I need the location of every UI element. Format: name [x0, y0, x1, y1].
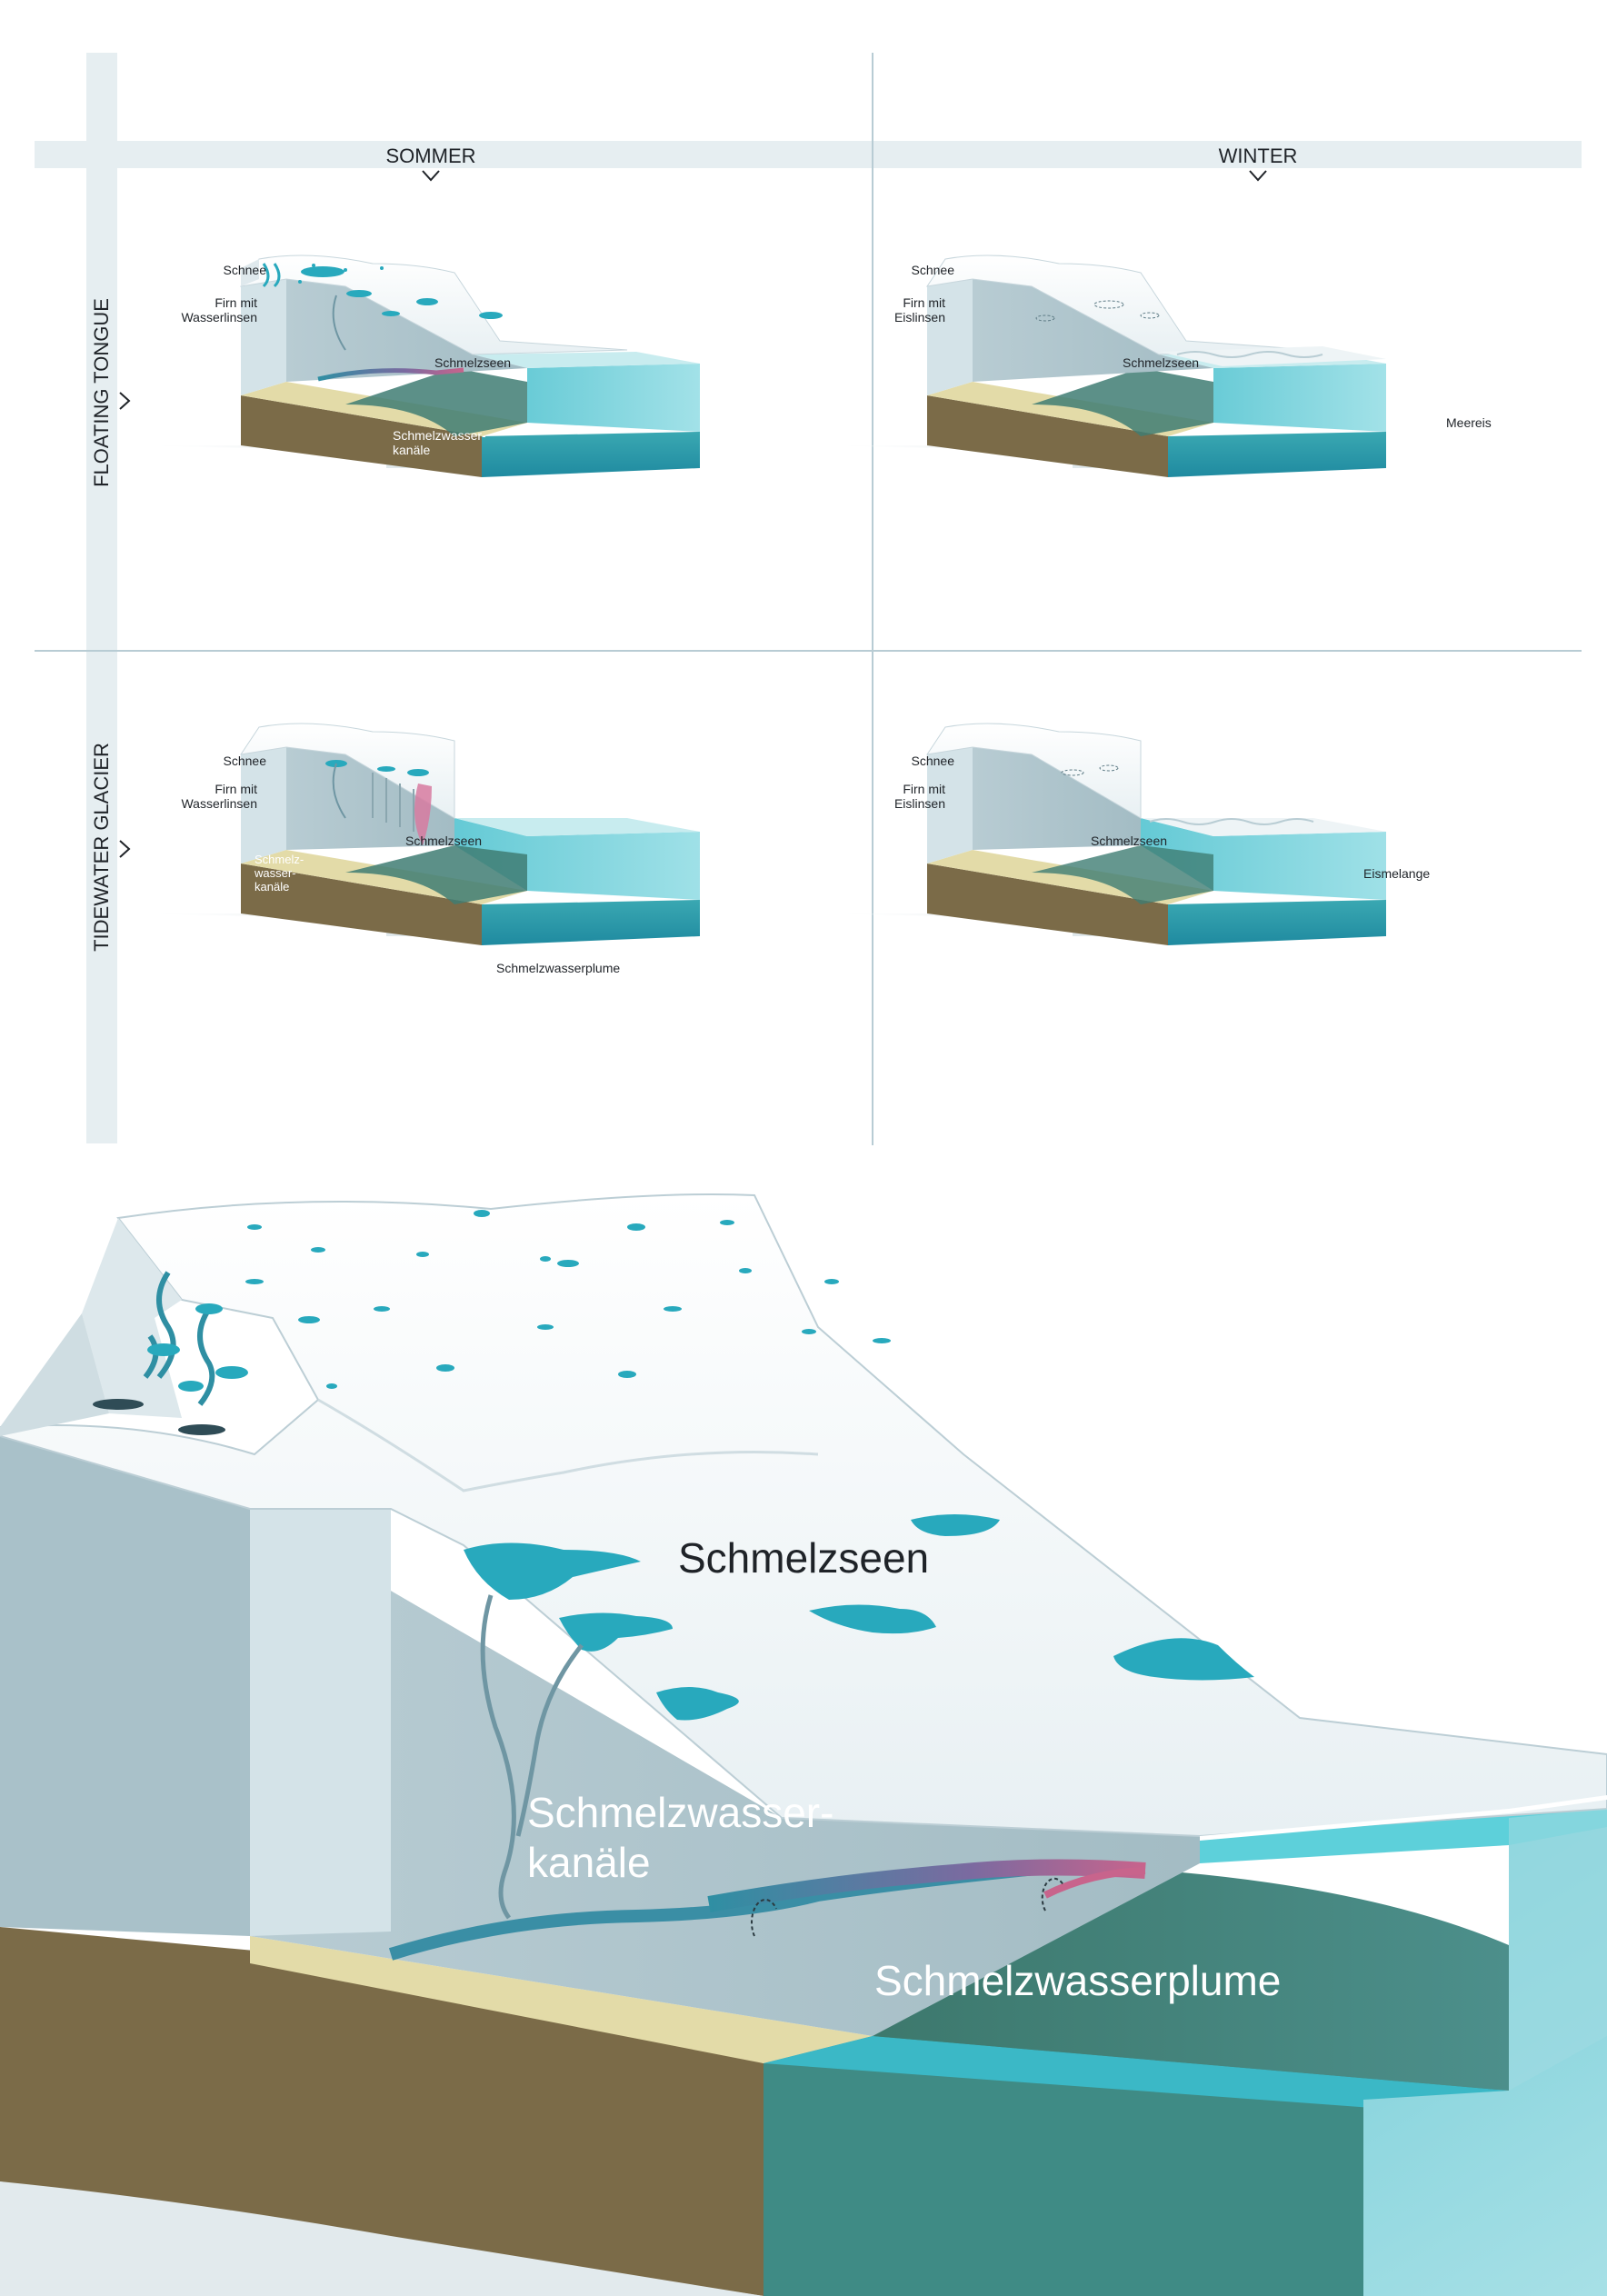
chevron-right-icon: [119, 840, 131, 858]
chevron-right-icon: [119, 392, 131, 410]
label-schmelzseen: Schmelzseen: [434, 355, 511, 370]
label-firn-2: Eislinsen: [894, 310, 945, 324]
chevron-down-icon: [1249, 170, 1267, 182]
label-schmelzseen: Schmelzseen: [405, 834, 482, 848]
detail-view: Schmelzseen Schmelzwasser- kanäle Schmel…: [0, 1193, 1607, 2296]
panel-tidewater-summer: Schnee Firn mit Wasserlinsen Schmelzseen…: [127, 723, 700, 975]
label-firn-1: Firn mit: [215, 782, 257, 796]
label-schmelzseen: Schmelzseen: [1123, 355, 1199, 370]
label-schnee: Schnee: [224, 263, 267, 277]
row-label-tidewater: TIDEWATER GLACIER: [90, 743, 113, 952]
label-firn-2: Wasserlinsen: [181, 310, 257, 324]
label-schnee: Schnee: [912, 754, 955, 768]
row-label-floating: FLOATING TONGUE: [90, 298, 113, 487]
label-plume: Schmelzwasserplume: [491, 477, 614, 492]
header-band: [35, 141, 1582, 168]
label-firn-2: Wasserlinsen: [181, 796, 257, 811]
label-channels-2: kanäle: [393, 443, 430, 457]
detail-label-plume: Schmelzwasserplume: [874, 1957, 1281, 2004]
label-channels-1: Schmelz-: [255, 853, 304, 866]
label-firn-2: Eislinsen: [894, 796, 945, 811]
label-channels-2: wasser-: [254, 866, 296, 880]
label-meereis: Meereis: [1446, 415, 1492, 430]
panel-floating-summer: Schnee Firn mit Wasserlinsen Schmelzseen…: [126, 255, 701, 492]
panel-tidewater-winter: Schnee Firn mit Eislinsen Schmelzseen Ei…: [813, 723, 1430, 945]
label-schmelzseen: Schmelzseen: [1091, 834, 1167, 848]
panel-floating-winter: Schnee Firn mit Eislinsen Schmelzseen Me…: [813, 255, 1492, 478]
column-label-summer: SOMMER: [386, 145, 476, 167]
row-label-band: [86, 53, 117, 1143]
label-firn-1: Firn mit: [215, 295, 257, 310]
label-schnee: Schnee: [224, 754, 267, 768]
detail-label-schmelzseen: Schmelzseen: [678, 1534, 929, 1582]
chevron-down-icon: [422, 170, 440, 182]
label-channels-3: kanäle: [255, 880, 289, 893]
label-firn-1: Firn mit: [903, 295, 945, 310]
label-channels-1: Schmelzwasser-: [393, 428, 486, 443]
detail-label-channels-2: kanäle: [527, 1839, 651, 1886]
label-firn-1: Firn mit: [903, 782, 945, 796]
grid-lines: [35, 53, 1582, 1145]
label-eismelange: Eismelange: [1363, 866, 1430, 881]
label-schnee: Schnee: [912, 263, 955, 277]
column-label-winter: WINTER: [1219, 145, 1298, 167]
label-plume: Schmelzwasserplume: [496, 961, 620, 975]
detail-label-channels-1: Schmelzwasser-: [527, 1789, 833, 1836]
